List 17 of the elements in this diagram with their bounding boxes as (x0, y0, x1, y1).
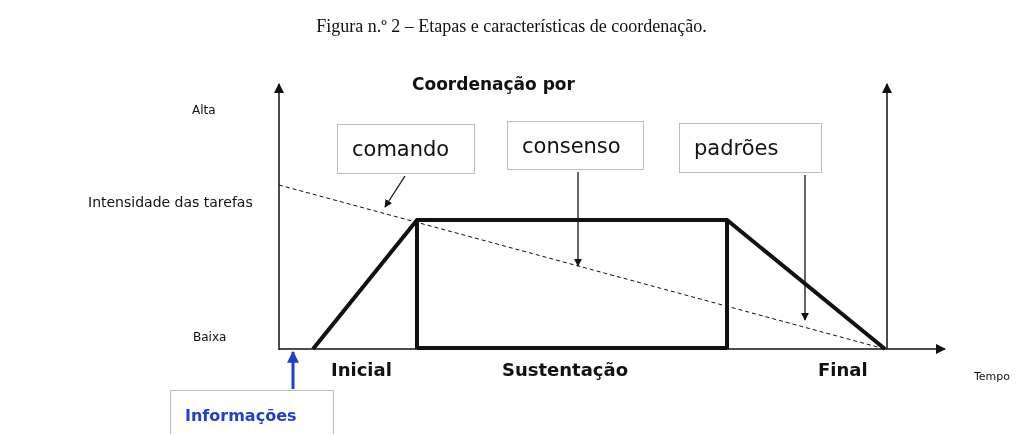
axis-label: Baixa (193, 330, 227, 344)
leader-arrow (801, 174, 809, 321)
label-box: consenso (507, 121, 644, 170)
leader-arrow (384, 175, 406, 208)
heading-label: Sustentação (502, 359, 629, 380)
label-box: padrões (679, 123, 822, 173)
leader-arrow (574, 171, 582, 267)
label-box: comando (337, 124, 475, 174)
heading-label: Coordenação por (412, 74, 575, 94)
arrow (287, 350, 299, 389)
heading-label: Inicial (331, 359, 392, 380)
axis-label: Intensidade das tarefas (88, 194, 253, 210)
label-box: Informações (170, 390, 334, 434)
axis-label: Alta (192, 103, 216, 117)
heading-label: Final (818, 359, 868, 380)
figure-title: Figura n.º 2 – Etapas e características de coordenação. (315, 16, 708, 37)
axis-label: Tempo (974, 370, 1011, 383)
